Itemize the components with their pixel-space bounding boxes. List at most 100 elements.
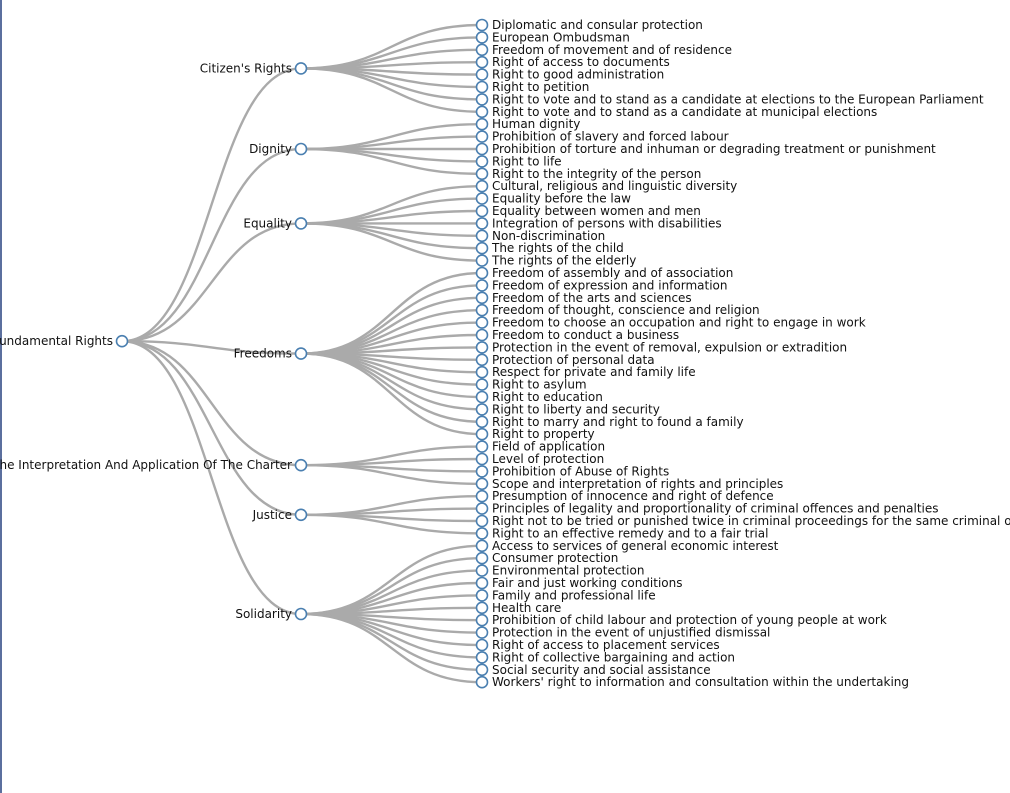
leaf-node-prohibition-of-abuse-of-rights[interactable]: Prohibition of Abuse of Rights xyxy=(475,464,670,478)
leaf-node-prohibition-of-slavery-and-forced-labour[interactable]: Prohibition of slavery and forced labour xyxy=(475,130,729,144)
leaf-node-right-of-collective-bargaining-and-action-circle[interactable] xyxy=(475,651,489,664)
leaf-node-prohibition-of-torture-and-inhuman-or-degrading-treatment-or-punishment-circle[interactable] xyxy=(475,142,489,156)
leaf-node-equality-before-the-law[interactable]: Equality before the law xyxy=(475,192,632,206)
leaf-node-field-of-application-circle[interactable] xyxy=(475,440,489,453)
leaf-node-prohibition-of-child-labour-and-protection-of-young-people-at-work-circle[interactable] xyxy=(475,613,489,627)
leaf-node-environmental-protection-circle[interactable] xyxy=(475,564,489,577)
category-node-justice[interactable]: Justice xyxy=(252,508,308,522)
category-node-justice-circle[interactable] xyxy=(294,508,308,522)
leaf-node-diplomatic-and-consular-protection[interactable]: Diplomatic and consular protection xyxy=(475,18,703,32)
leaf-node-right-to-good-administration-circle[interactable] xyxy=(475,68,489,81)
leaf-node-consumer-protection-circle[interactable] xyxy=(475,551,489,565)
leaf-node-field-of-application[interactable]: Field of application xyxy=(475,440,606,454)
leaf-node-family-and-professional-life[interactable]: Family and professional life xyxy=(475,588,656,602)
leaf-node-right-to-the-integrity-of-the-person[interactable]: Right to the integrity of the person xyxy=(475,167,702,181)
leaf-node-scope-and-interpretation-of-rights-and-principles-circle[interactable] xyxy=(475,477,489,491)
leaf-node-protection-of-personal-data-circle[interactable] xyxy=(475,353,489,367)
leaf-node-the-rights-of-the-elderly[interactable]: The rights of the elderly xyxy=(475,254,637,268)
leaf-node-freedom-of-the-arts-and-sciences[interactable]: Freedom of the arts and sciences xyxy=(475,291,692,305)
leaf-node-right-to-the-integrity-of-the-person-circle[interactable] xyxy=(475,167,489,181)
category-node-citizen-s-rights[interactable]: Citizen's Rights xyxy=(200,61,308,75)
leaf-node-right-to-liberty-and-security[interactable]: Right to liberty and security xyxy=(475,402,660,416)
leaf-node-prohibition-of-torture-and-inhuman-or-degrading-treatment-or-punishment[interactable]: Prohibition of torture and inhuman or de… xyxy=(475,142,937,156)
leaf-node-protection-in-the-event-of-removal-expulsion-or-extradition[interactable]: Protection in the event of removal, expu… xyxy=(475,340,848,354)
leaf-node-right-to-marry-and-right-to-found-a-family-circle[interactable] xyxy=(475,415,489,429)
leaf-node-non-discrimination[interactable]: Non-discrimination xyxy=(475,229,606,243)
leaf-node-right-to-petition[interactable]: Right to petition xyxy=(475,80,590,94)
leaf-node-scope-and-interpretation-of-rights-and-principles[interactable]: Scope and interpretation of rights and p… xyxy=(475,477,784,491)
root-node-fundamental-rights-circle[interactable] xyxy=(115,334,129,348)
leaf-node-freedom-of-movement-and-of-residence-circle[interactable] xyxy=(475,43,489,57)
leaf-node-protection-in-the-event-of-unjustified-dismissal-circle[interactable] xyxy=(475,626,489,639)
leaf-node-human-dignity[interactable]: Human dignity xyxy=(475,117,581,131)
leaf-node-freedom-to-choose-an-occupation-and-right-to-engage-in-work[interactable]: Freedom to choose an occupation and righ… xyxy=(475,316,866,330)
leaf-node-right-to-asylum[interactable]: Right to asylum xyxy=(475,378,587,392)
leaf-node-freedom-of-assembly-and-of-association-circle[interactable] xyxy=(475,266,489,280)
leaf-node-right-to-marry-and-right-to-found-a-family[interactable]: Right to marry and right to found a fami… xyxy=(475,415,744,429)
leaf-node-level-of-protection[interactable]: Level of protection xyxy=(475,452,605,466)
leaf-node-right-of-access-to-placement-services[interactable]: Right of access to placement services xyxy=(475,638,720,652)
leaf-node-family-and-professional-life-circle[interactable] xyxy=(475,589,489,602)
leaf-node-integration-of-persons-with-disabilities[interactable]: Integration of persons with disabilities xyxy=(475,216,722,230)
leaf-node-right-not-to-be-tried-or-punished-twice-in-criminal-proceedings-for-the-same-criminal-offence[interactable]: Right not to be tried or punished twice … xyxy=(475,514,1010,528)
category-node-equality[interactable]: Equality xyxy=(243,216,308,230)
leaf-node-right-to-education-circle[interactable] xyxy=(475,390,489,404)
leaf-node-right-to-vote-and-to-stand-as-a-candidate-at-municipal-elections-circle[interactable] xyxy=(475,105,489,119)
leaf-node-human-dignity-circle[interactable] xyxy=(475,117,489,131)
leaf-node-diplomatic-and-consular-protection-circle[interactable] xyxy=(475,18,489,32)
leaf-node-right-of-access-to-documents-circle[interactable] xyxy=(475,55,489,69)
leaf-node-right-to-an-effective-remedy-and-to-a-fair-trial-circle[interactable] xyxy=(475,527,489,540)
category-node-citizen-s-rights-circle[interactable] xyxy=(294,62,308,75)
leaf-node-prohibition-of-abuse-of-rights-circle[interactable] xyxy=(475,465,489,478)
leaf-node-right-to-asylum-circle[interactable] xyxy=(475,378,489,391)
leaf-node-health-care-circle[interactable] xyxy=(475,601,489,615)
leaf-node-prohibition-of-child-labour-and-protection-of-young-people-at-work[interactable]: Prohibition of child labour and protecti… xyxy=(475,613,887,627)
leaf-node-freedom-to-conduct-a-business[interactable]: Freedom to conduct a business xyxy=(475,328,680,342)
leaf-node-equality-between-women-and-men-circle[interactable] xyxy=(475,204,489,218)
leaf-node-right-to-life-circle[interactable] xyxy=(475,155,489,168)
leaf-node-right-to-petition-circle[interactable] xyxy=(475,80,489,94)
leaf-node-right-to-an-effective-remedy-and-to-a-fair-trial[interactable]: Right to an effective remedy and to a fa… xyxy=(475,526,769,540)
leaf-node-right-to-vote-and-to-stand-as-a-candidate-at-municipal-elections[interactable]: Right to vote and to stand as a candidat… xyxy=(475,105,878,119)
leaf-node-right-to-property-circle[interactable] xyxy=(475,427,489,441)
leaf-node-protection-in-the-event-of-unjustified-dismissal[interactable]: Protection in the event of unjustified d… xyxy=(475,626,771,640)
leaf-node-access-to-services-of-general-economic-interest-circle[interactable] xyxy=(475,539,489,553)
leaf-node-social-security-and-social-assistance[interactable]: Social security and social assistance xyxy=(475,663,711,677)
leaf-node-right-to-vote-and-to-stand-as-a-candidate-at-elections-to-the-european-parliament-circle[interactable] xyxy=(475,93,489,106)
root-node-fundamental-rights[interactable]: Fundamental Rights xyxy=(0,334,129,348)
leaf-node-social-security-and-social-assistance-circle[interactable] xyxy=(475,663,489,677)
leaf-node-right-to-good-administration[interactable]: Right to good administration xyxy=(475,68,665,82)
leaf-node-freedom-of-movement-and-of-residence[interactable]: Freedom of movement and of residence xyxy=(475,43,733,57)
leaf-node-right-not-to-be-tried-or-punished-twice-in-criminal-proceedings-for-the-same-criminal-offence-circle[interactable] xyxy=(475,514,489,528)
leaf-node-equality-before-the-law-circle[interactable] xyxy=(475,192,489,205)
leaf-node-right-to-property[interactable]: Right to property xyxy=(475,427,595,441)
leaf-node-european-ombudsman-circle[interactable] xyxy=(475,31,489,44)
leaf-node-freedom-of-expression-and-information[interactable]: Freedom of expression and information xyxy=(475,278,728,292)
leaf-node-cultural-religious-and-linguistic-diversity[interactable]: Cultural, religious and linguistic diver… xyxy=(475,179,738,193)
leaf-node-freedom-of-assembly-and-of-association[interactable]: Freedom of assembly and of association xyxy=(475,266,734,280)
leaf-node-freedom-of-thought-conscience-and-religion-circle[interactable] xyxy=(475,303,489,317)
leaf-node-fair-and-just-working-conditions-circle[interactable] xyxy=(475,576,489,590)
category-node-ng-the-interpretation-and-application-of-the-charter[interactable]: ng The Interpretation And Application Of… xyxy=(0,458,308,472)
leaf-node-respect-for-private-and-family-life[interactable]: Respect for private and family life xyxy=(475,365,696,379)
leaf-node-the-rights-of-the-elderly-circle[interactable] xyxy=(475,254,489,267)
leaf-node-european-ombudsman[interactable]: European Ombudsman xyxy=(475,30,630,44)
leaf-node-integration-of-persons-with-disabilities-circle[interactable] xyxy=(475,217,489,230)
leaf-node-cultural-religious-and-linguistic-diversity-circle[interactable] xyxy=(475,179,489,193)
leaf-node-right-to-education[interactable]: Right to education xyxy=(475,390,603,404)
leaf-node-level-of-protection-circle[interactable] xyxy=(475,452,489,466)
category-node-solidarity[interactable]: Solidarity xyxy=(235,607,308,621)
leaf-node-freedom-of-expression-and-information-circle[interactable] xyxy=(475,279,489,292)
leaf-node-freedom-to-conduct-a-business-circle[interactable] xyxy=(475,328,489,342)
leaf-node-workers-right-to-information-and-consultation-within-the-undertaking[interactable]: Workers' right to information and consul… xyxy=(475,675,910,689)
leaf-node-principles-of-legality-and-proportionality-of-criminal-offences-and-penalties-circle[interactable] xyxy=(475,502,489,515)
leaf-node-the-rights-of-the-child[interactable]: The rights of the child xyxy=(475,241,624,255)
leaf-node-protection-in-the-event-of-removal-expulsion-or-extradition-circle[interactable] xyxy=(475,341,489,354)
leaf-node-right-of-access-to-documents[interactable]: Right of access to documents xyxy=(475,55,670,69)
leaf-node-workers-right-to-information-and-consultation-within-the-undertaking-circle[interactable] xyxy=(475,675,489,689)
category-node-freedoms-circle[interactable] xyxy=(294,347,308,360)
leaf-node-right-of-collective-bargaining-and-action[interactable]: Right of collective bargaining and actio… xyxy=(475,650,736,664)
leaf-node-fair-and-just-working-conditions[interactable]: Fair and just working conditions xyxy=(475,576,683,590)
leaf-node-right-to-liberty-and-security-circle[interactable] xyxy=(475,403,489,416)
leaf-node-freedom-of-the-arts-and-sciences-circle[interactable] xyxy=(475,291,489,305)
